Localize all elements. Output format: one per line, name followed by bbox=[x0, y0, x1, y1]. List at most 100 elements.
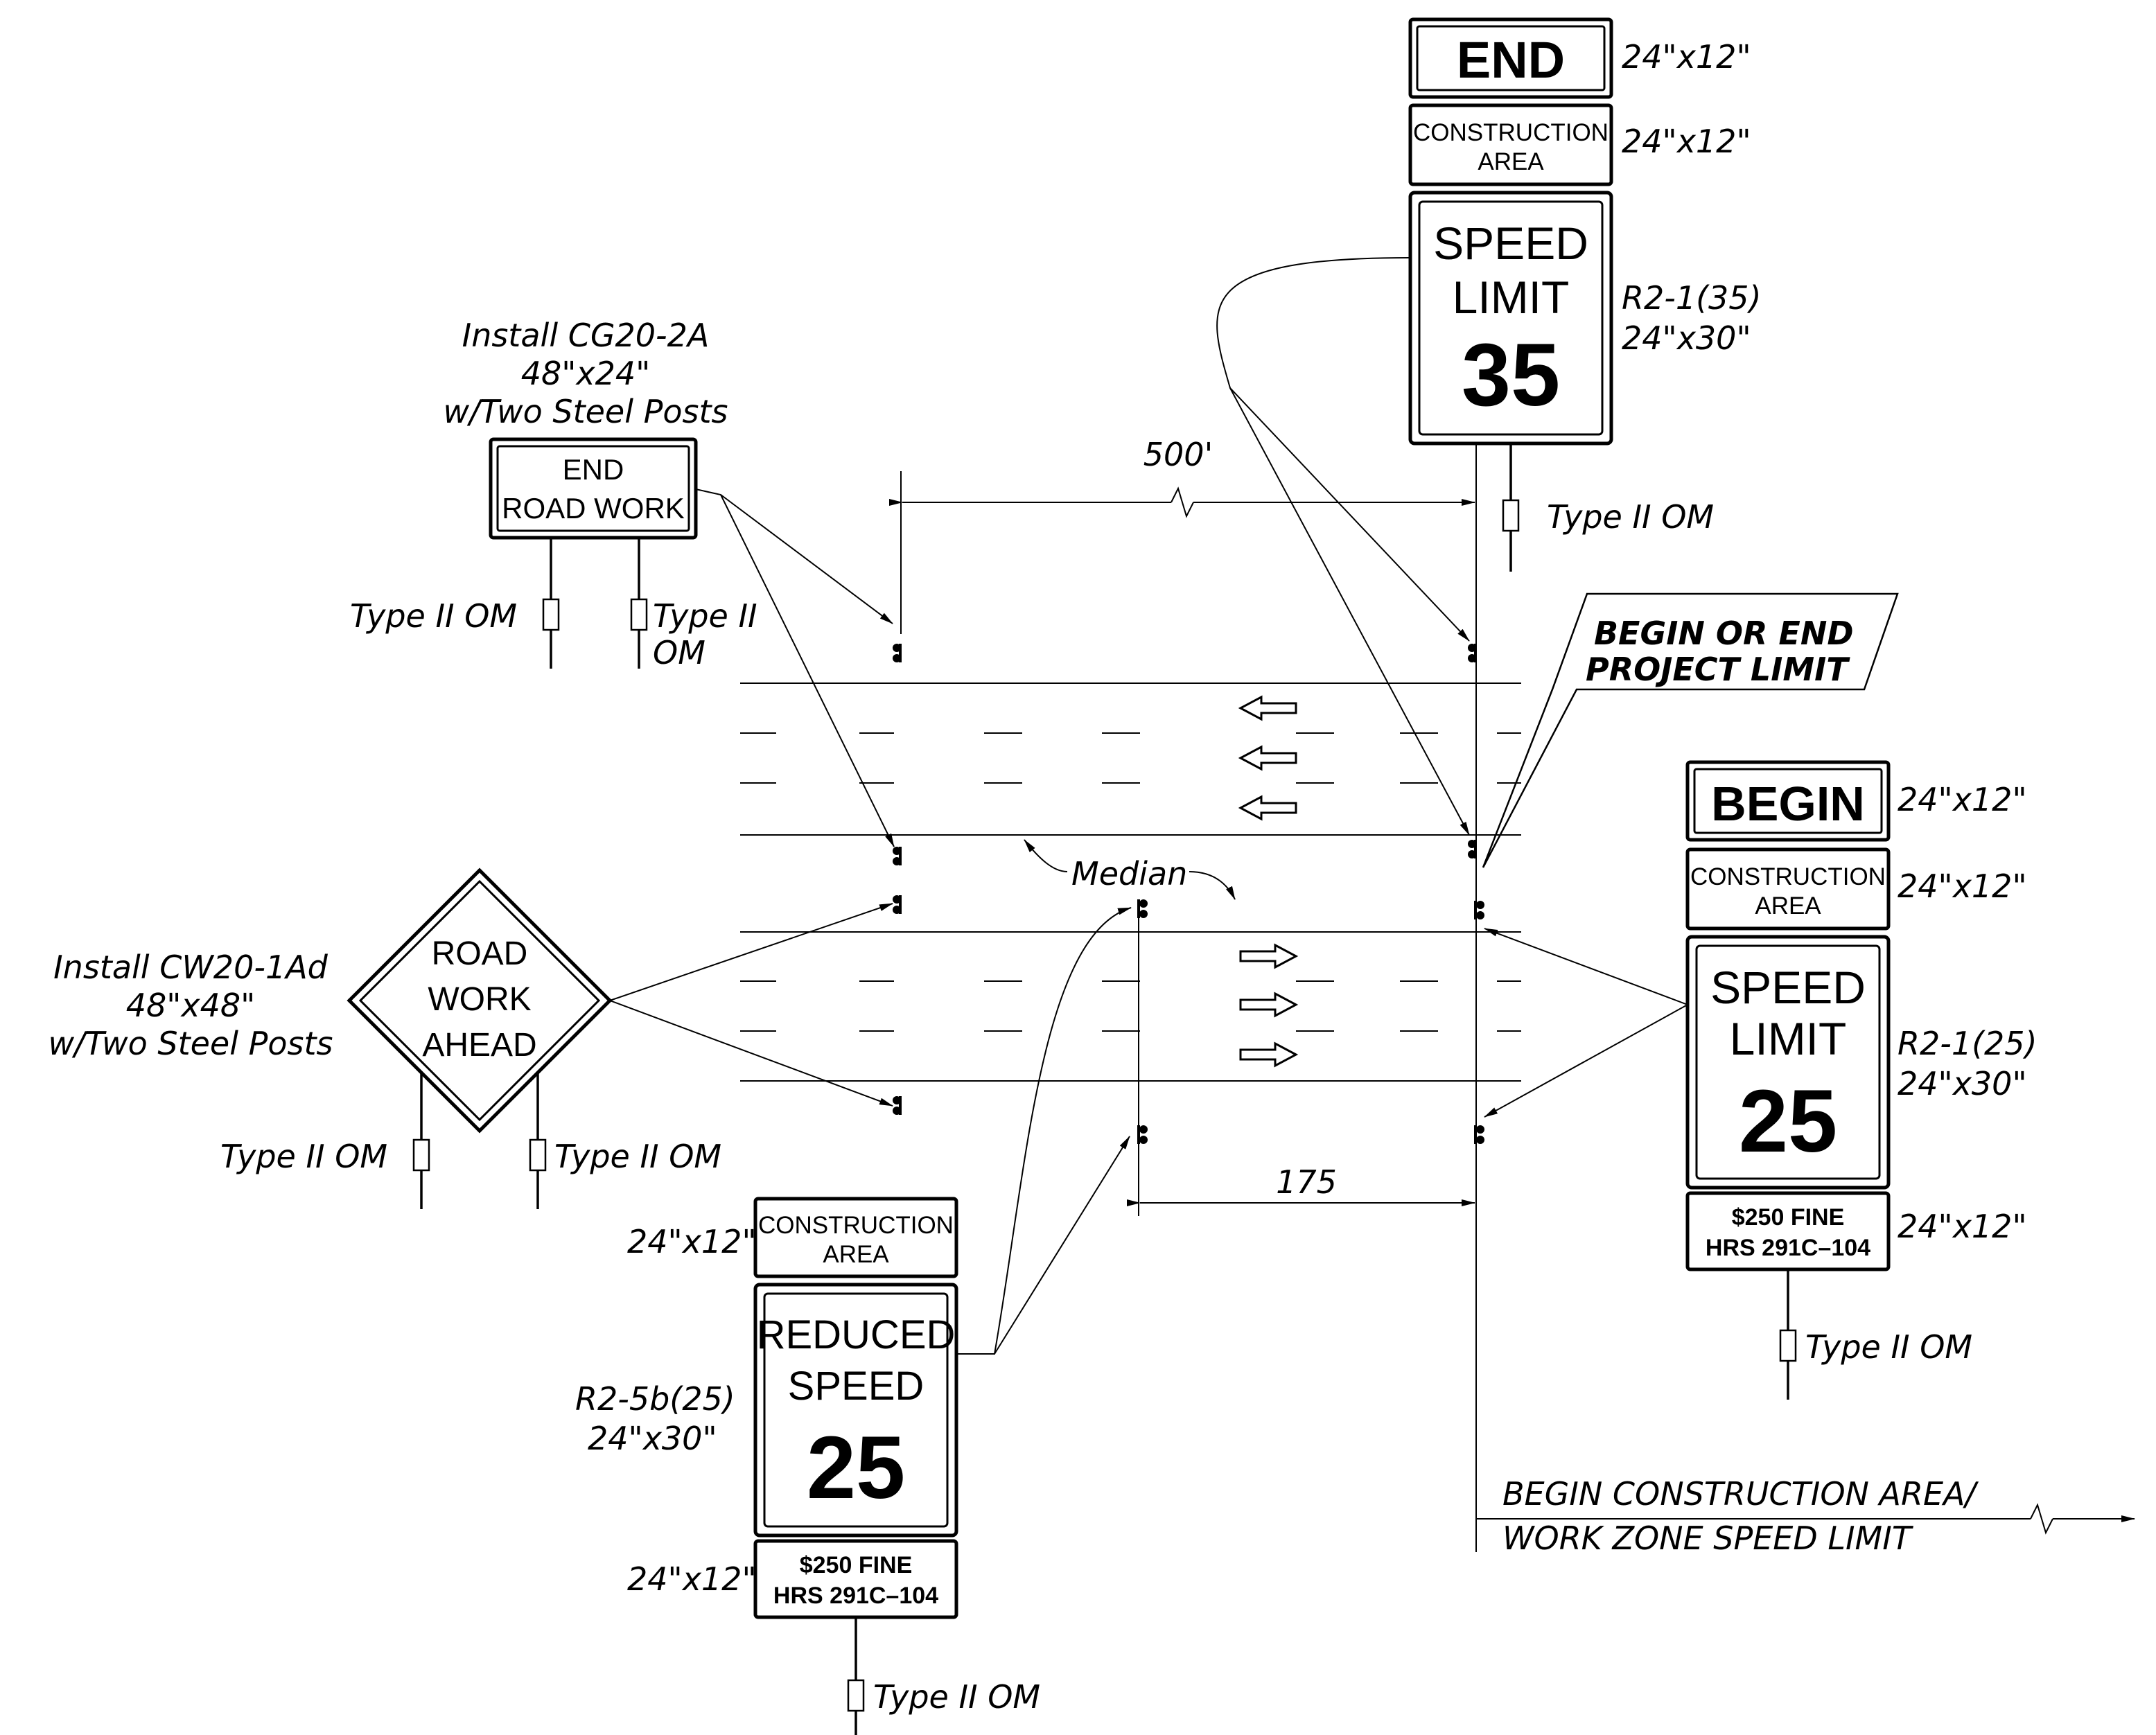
end-road-work-sign bbox=[489, 437, 698, 540]
callout-line1: BEGIN OR END bbox=[1594, 615, 1854, 652]
westbound-arrows bbox=[1238, 695, 1297, 821]
sign-marker bbox=[893, 847, 902, 865]
sign-text-area: AREA bbox=[1755, 892, 1821, 919]
type-ii-om-marker bbox=[1779, 1329, 1797, 1362]
begin-sign bbox=[1685, 760, 1891, 842]
type-ii-om-marker bbox=[847, 1679, 865, 1712]
sign-text-construction: CONSTRUCTION bbox=[758, 1212, 954, 1239]
roadway bbox=[740, 682, 1521, 1082]
speed-limit-25-sign bbox=[1685, 935, 1891, 1190]
type-ii-om-marker bbox=[412, 1138, 430, 1172]
sign-text-construction: CONSTRUCTION bbox=[1690, 863, 1886, 890]
om-label: Type II OM bbox=[873, 1678, 1040, 1716]
sign-text-area: AREA bbox=[1478, 148, 1544, 175]
sign-text-speed: SPEED bbox=[1710, 962, 1866, 1013]
sign-text-area: AREA bbox=[823, 1241, 889, 1268]
construction-area-sign bbox=[1408, 103, 1613, 186]
sign-size-label: 48"x24" bbox=[521, 355, 651, 392]
sign-marker bbox=[893, 644, 902, 662]
om-label: Type II bbox=[653, 597, 757, 635]
dimension-175: 175 bbox=[1127, 1163, 1475, 1206]
end-size-label: 24"x12" bbox=[1622, 38, 1751, 76]
lane-dashes bbox=[740, 732, 1521, 1032]
sign-text-ahead: AHEAD bbox=[422, 1027, 536, 1064]
type-ii-om-marker bbox=[542, 598, 560, 631]
median-label: Median bbox=[1071, 855, 1187, 892]
sign-text-work: WORK bbox=[428, 981, 531, 1018]
install-cg20-label: Install CG20-2A bbox=[462, 317, 710, 354]
sign-marker bbox=[1468, 644, 1477, 662]
eastbound-arrows bbox=[1239, 943, 1299, 1068]
sign-size-label: 48"x48" bbox=[126, 987, 256, 1024]
type-ii-om-marker bbox=[630, 598, 648, 631]
sign-text-end: END bbox=[1457, 31, 1565, 89]
sign-text-begin: BEGIN bbox=[1711, 777, 1865, 831]
sign-text-hrs: HRS 291C–104 bbox=[773, 1583, 938, 1609]
sign-code-label: R2-5b(25) bbox=[575, 1380, 735, 1418]
fine-size-label: 24"x12" bbox=[627, 1560, 757, 1598]
construction-size-label: 24"x12" bbox=[1898, 868, 2027, 905]
sign-marker bbox=[1137, 899, 1148, 918]
sign-text-end: END bbox=[563, 453, 624, 486]
om-label: Type II OM bbox=[1547, 498, 1714, 536]
sign-text-construction: CONSTRUCTION bbox=[1413, 119, 1609, 146]
construction-area-sign bbox=[1685, 847, 1891, 931]
sign-text-25: 25 bbox=[1739, 1072, 1837, 1171]
callout-line2: PROJECT LIMIT bbox=[1586, 651, 1850, 688]
dimension-500-label: 500' bbox=[1143, 436, 1213, 473]
end-sign bbox=[1408, 17, 1613, 99]
sign-code-size-label: 24"x30" bbox=[1622, 319, 1751, 357]
sign-marker bbox=[1474, 901, 1484, 919]
begin-size-label: 24"x12" bbox=[1898, 781, 2027, 818]
sign-marker bbox=[893, 895, 902, 914]
install-cw20-label: Install CW20-1Ad bbox=[53, 949, 328, 986]
reduced-speed-stack: 24"x12" CONSTRUCTION AREA REDUCED SPEED … bbox=[575, 907, 1132, 1735]
sign-text-speed: SPEED bbox=[1433, 218, 1588, 269]
posts-label: w/Two Steel Posts bbox=[444, 393, 728, 430]
fine-size-label: 24"x12" bbox=[1898, 1208, 2027, 1245]
sign-text-fine: $250 FINE bbox=[800, 1552, 913, 1578]
om-label: Type II OM bbox=[220, 1138, 387, 1175]
dimension-175-label: 175 bbox=[1276, 1163, 1337, 1201]
callout-box bbox=[1482, 592, 1899, 868]
construction-area-sign bbox=[753, 1197, 958, 1278]
sign-text-speed: SPEED bbox=[788, 1364, 924, 1409]
road-work-ahead-sign bbox=[347, 868, 613, 1134]
sign-marker bbox=[893, 1096, 902, 1115]
sign-location-markers bbox=[893, 644, 1484, 1144]
sign-marker bbox=[1468, 840, 1477, 858]
dimension-500: 500' bbox=[889, 436, 1475, 518]
project-limit-callout: BEGIN OR END PROJECT LIMIT bbox=[1482, 592, 1899, 868]
om-label: OM bbox=[653, 634, 705, 671]
reduced-speed-25-sign bbox=[753, 1283, 958, 1538]
begin-construction-note: BEGIN CONSTRUCTION AREA/ WORK ZONE SPEED… bbox=[1476, 1475, 2135, 1557]
end-road-work-group: Install CG20-2A 48"x24" w/Two Steel Post… bbox=[350, 317, 895, 847]
note-line1: BEGIN CONSTRUCTION AREA/ bbox=[1502, 1475, 1979, 1513]
sign-text-road: ROAD bbox=[432, 935, 528, 972]
sign-text-limit: LIMIT bbox=[1730, 1013, 1847, 1064]
note-line2: WORK ZONE SPEED LIMIT bbox=[1502, 1520, 1914, 1557]
sign-text-road-work: ROAD WORK bbox=[502, 492, 685, 525]
om-label: Type II OM bbox=[554, 1138, 721, 1175]
sign-marker bbox=[1137, 1125, 1148, 1144]
construction-size-label: 24"x12" bbox=[1622, 123, 1751, 160]
sign-text-35: 35 bbox=[1462, 326, 1560, 425]
type-ii-om-marker bbox=[1502, 499, 1520, 532]
sign-code-size-label: 24"x30" bbox=[1898, 1065, 2027, 1102]
end-sign-stack: END 24"x12" CONSTRUCTION AREA 24"x12" SP… bbox=[1216, 17, 1762, 836]
sign-marker bbox=[1474, 1125, 1484, 1144]
construction-size-label: 24"x12" bbox=[627, 1223, 757, 1260]
sign-code-size-label: 24"x30" bbox=[588, 1420, 717, 1457]
om-label: Type II OM bbox=[350, 597, 517, 635]
sign-code-label: R2-1(25) bbox=[1898, 1025, 2037, 1062]
sign-text-fine: $250 FINE bbox=[1732, 1204, 1845, 1231]
sign-text-25: 25 bbox=[807, 1418, 905, 1517]
sign-text-limit: LIMIT bbox=[1453, 272, 1570, 323]
median-label-group: Median bbox=[1024, 839, 1236, 900]
om-label: Type II OM bbox=[1805, 1328, 1972, 1366]
type-ii-om-marker bbox=[529, 1138, 547, 1172]
sign-text-hrs: HRS 291C–104 bbox=[1706, 1235, 1870, 1261]
sign-code-label: R2-1(35) bbox=[1622, 279, 1762, 317]
